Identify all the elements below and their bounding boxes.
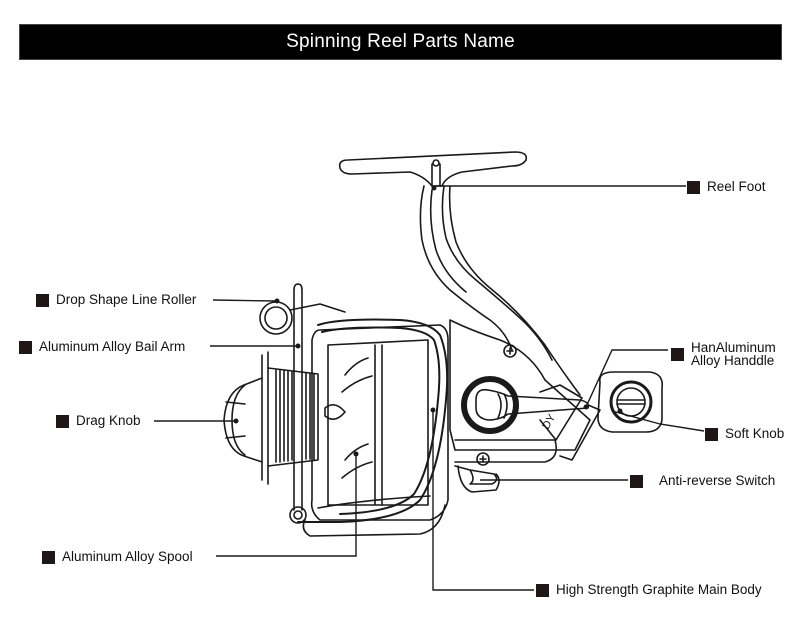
- spool-part: [261, 351, 319, 485]
- leader-line-roller: [212, 299, 277, 302]
- main-body-part: [449, 319, 591, 493]
- reel-stem-part: [419, 185, 581, 396]
- label-aluminum-alloy-bail-arm: Aluminum Alloy Bail Arm: [19, 340, 185, 354]
- leader-dot-handle: [583, 404, 589, 410]
- brand-mark: DY: [540, 412, 558, 432]
- label-drop-shape-line-roller: Drop Shape Line Roller: [36, 293, 196, 307]
- leader-dot-spool: [353, 451, 359, 457]
- bail-arm-part: [297, 318, 449, 523]
- leader-spool: [216, 456, 357, 557]
- bullet-square-icon: [19, 340, 32, 354]
- bullet-square-icon: [36, 293, 49, 307]
- title-bar: Spinning Reel Parts Name: [19, 24, 782, 60]
- label-aluminum-alloy-handle: HanAluminum Alloy Handdle: [671, 341, 776, 367]
- leader-dot-main-body: [430, 407, 436, 413]
- label-aluminum-alloy-spool: Aluminum Alloy Spool: [42, 550, 193, 564]
- leader-dot-drag-knob: [233, 418, 239, 424]
- leader-dot-line-roller: [274, 298, 280, 304]
- label-soft-knob: Soft Knob: [705, 427, 784, 441]
- soft-knob-part: [597, 371, 664, 433]
- label-main-body: High Strength Graphite Main Body: [536, 583, 762, 597]
- label-reel-foot: Reel Foot: [687, 180, 766, 194]
- leader-dot-reel-foot: [431, 185, 437, 191]
- bail-wire-part: [289, 283, 307, 524]
- drag-knob-part: [223, 377, 263, 463]
- rotor-part: [302, 324, 449, 537]
- bullet-square-icon: [687, 180, 700, 194]
- handle-label-line2: Alloy Handdle: [691, 353, 775, 368]
- handle-part: [461, 376, 601, 461]
- bullet-square-icon: [671, 347, 684, 361]
- leader-dot-soft-knob: [617, 408, 623, 414]
- reel-foot-part: [338, 151, 528, 187]
- handle-label-line1: HanAluminum: [691, 340, 776, 355]
- leader-dot-bail-arm: [295, 343, 301, 349]
- leader-main-body: [432, 412, 534, 591]
- page-title: Spinning Reel Parts Name: [286, 31, 515, 52]
- leader-handle: [585, 349, 668, 408]
- label-anti-reverse-switch: Anti-reverse Switch: [630, 474, 775, 488]
- bullet-square-icon: [56, 414, 69, 428]
- leader-soft-knob: [611, 410, 705, 432]
- bullet-square-icon: [42, 550, 55, 564]
- bullet-square-icon: [630, 474, 643, 488]
- bullet-square-icon: [536, 583, 549, 597]
- bullet-square-icon: [705, 427, 718, 441]
- label-drag-knob: Drag Knob: [56, 414, 141, 428]
